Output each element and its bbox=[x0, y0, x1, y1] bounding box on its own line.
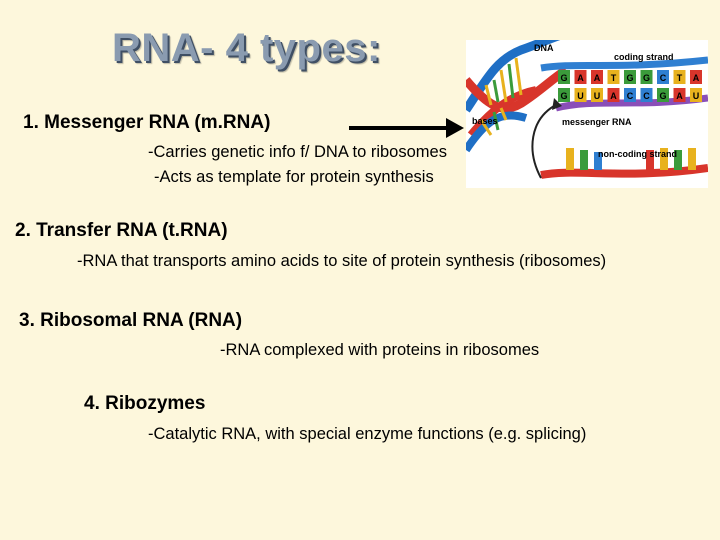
mrna-base-block bbox=[558, 88, 570, 102]
coding-base-letter: A bbox=[577, 73, 584, 83]
label-non-coding-strand: non-coding strand bbox=[598, 149, 677, 159]
label-dna: DNA bbox=[534, 43, 554, 53]
pointer-arrow-line bbox=[349, 126, 449, 130]
mrna-base-block bbox=[624, 88, 636, 102]
mrna-base-letter: U bbox=[577, 91, 584, 101]
mrna-base-block bbox=[657, 88, 669, 102]
coding-base-letter: A bbox=[594, 73, 601, 83]
coding-base-block bbox=[657, 70, 669, 84]
label-bases: bases bbox=[472, 116, 498, 126]
coding-base-block bbox=[574, 70, 587, 84]
mrna-base-letter: G bbox=[659, 91, 666, 101]
coding-base-block bbox=[558, 70, 570, 84]
mrna-base-letter: C bbox=[643, 91, 650, 101]
mrna-base-block bbox=[673, 88, 686, 102]
mrna-base-letter: U bbox=[693, 91, 700, 101]
mrna-base-letter: A bbox=[610, 91, 617, 101]
label-messenger-rna: messenger RNA bbox=[562, 117, 632, 127]
coding-base-letter: T bbox=[611, 73, 617, 83]
coding-base-block bbox=[673, 70, 686, 84]
mrna-base-letter: A bbox=[676, 91, 683, 101]
item-1-line-2: -Acts as template for protein synthesis bbox=[154, 168, 434, 186]
coding-base-block bbox=[624, 70, 636, 84]
coding-base-letter: G bbox=[643, 73, 650, 83]
mrna-base-letter: G bbox=[560, 91, 567, 101]
coding-base-letter: C bbox=[660, 73, 667, 83]
coding-base-letter: A bbox=[693, 73, 700, 83]
item-3-heading: 3. Ribosomal RNA (RNA) bbox=[19, 310, 243, 331]
mrna-base-block bbox=[690, 88, 702, 102]
coding-base-letter: G bbox=[626, 73, 633, 83]
mrna-base-letter: C bbox=[627, 91, 634, 101]
item-4-line-1: -Catalytic RNA, with special enzyme func… bbox=[148, 425, 587, 443]
coding-base-letter: T bbox=[677, 73, 683, 83]
coding-base-block bbox=[690, 70, 702, 84]
coding-base-block bbox=[640, 70, 653, 84]
item-2-line-1: -RNA that transports amino acids to site… bbox=[77, 252, 607, 270]
item-4-heading: 4. Ribozymes bbox=[84, 393, 206, 414]
item-3-line-1: -RNA complexed with proteins in ribosome… bbox=[220, 341, 540, 359]
mrna-base-block bbox=[574, 88, 587, 102]
coding-base-letter: G bbox=[560, 73, 567, 83]
mrna-base-block bbox=[640, 88, 653, 102]
mrna-base-letter: U bbox=[594, 91, 601, 101]
item-1-line-1: -Carries genetic info f/ DNA to ribosome… bbox=[148, 143, 447, 161]
mrna-base-block bbox=[591, 88, 603, 102]
label-coding-strand: coding strand bbox=[614, 52, 674, 62]
slide-title: RNA- 4 types: bbox=[112, 26, 381, 70]
coding-base-block bbox=[607, 70, 620, 84]
item-1-heading: 1. Messenger RNA (m.RNA) bbox=[23, 112, 271, 133]
coding-base-block bbox=[591, 70, 603, 84]
mrna-base-block bbox=[607, 88, 620, 102]
pointer-arrow-head bbox=[446, 118, 464, 138]
item-2-heading: 2. Transfer RNA (t.RNA) bbox=[15, 220, 228, 241]
